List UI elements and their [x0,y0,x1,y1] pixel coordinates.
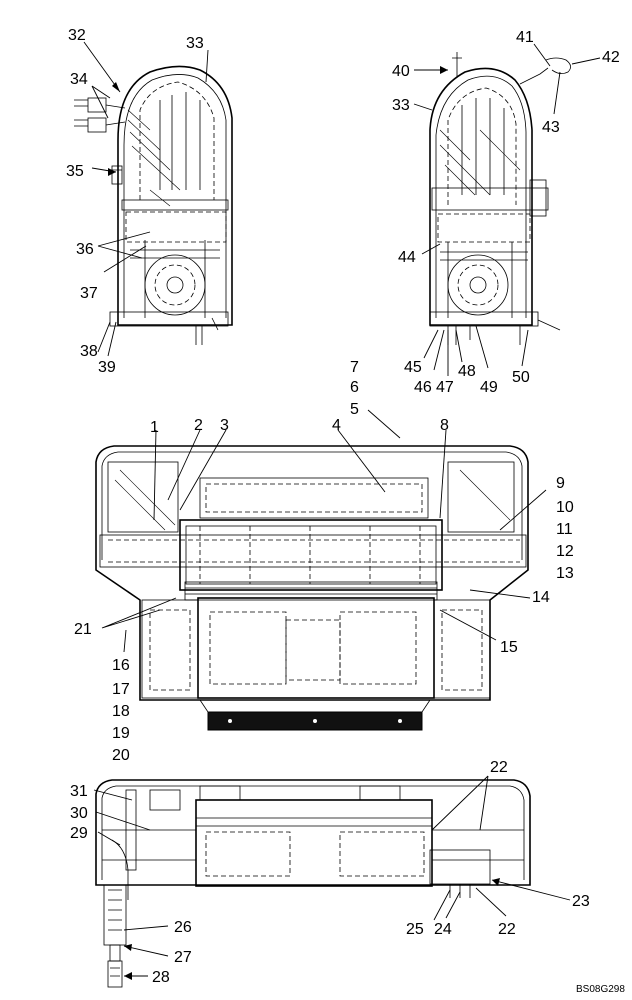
callout-40: 40 [392,63,410,80]
callout-30: 30 [70,805,88,822]
callout-50: 50 [512,369,530,386]
callout-15: 15 [500,639,518,656]
callout-10: 10 [556,499,574,516]
callout-38: 38 [80,343,98,360]
callout-18: 18 [112,703,130,720]
right-side-view [429,52,571,345]
callout-13: 13 [556,565,574,582]
callout-31: 31 [70,783,88,800]
callout-22-bottom: 22 [498,921,516,938]
callout-39: 39 [98,359,116,376]
callout-29: 29 [70,825,88,842]
reference-code: BS08G298 [576,984,625,995]
callout-27: 27 [174,949,192,966]
callout-33-left: 33 [186,35,204,52]
callout-46: 46 [414,379,432,396]
callout-32: 32 [68,27,86,44]
callout-45: 45 [404,359,422,376]
callout-20: 20 [112,747,130,764]
callout-35: 35 [66,163,84,180]
callout-25: 25 [406,921,424,938]
callout-42: 42 [602,49,620,66]
callout-5: 5 [350,401,359,418]
callout-6: 6 [350,379,359,396]
callout-1: 1 [150,419,159,436]
callout-41: 41 [516,29,534,46]
callout-24: 24 [434,921,452,938]
callout-28: 28 [152,969,170,986]
callout-2: 2 [194,417,203,434]
callout-33-right: 33 [392,97,410,114]
callout-22-top: 22 [490,759,508,776]
callout-11: 11 [556,521,573,538]
callout-16: 16 [112,657,130,674]
callout-8: 8 [440,417,449,434]
callout-4: 4 [332,417,341,434]
callout-44: 44 [398,249,416,266]
callout-21: 21 [74,621,92,638]
callout-26: 26 [174,919,192,936]
plan-view [95,445,529,731]
callout-49: 49 [480,379,498,396]
front-view [95,779,531,988]
callout-23: 23 [572,893,590,910]
callout-12: 12 [556,543,574,560]
callout-47: 47 [436,379,454,396]
callout-7: 7 [350,359,359,376]
callout-37: 37 [80,285,98,302]
leader-lines [83,41,601,980]
callout-19: 19 [112,725,130,742]
callout-36: 36 [76,241,94,258]
callout-labels: 32 33 34 35 36 37 38 39 40 41 42 43 33 4… [66,27,625,995]
callout-34: 34 [70,71,88,88]
callout-9: 9 [556,475,565,492]
left-side-view [74,65,233,345]
callout-43: 43 [542,119,560,136]
callout-3: 3 [220,417,229,434]
callout-48: 48 [458,363,476,380]
callout-14: 14 [532,589,550,606]
callout-17: 17 [112,681,130,698]
